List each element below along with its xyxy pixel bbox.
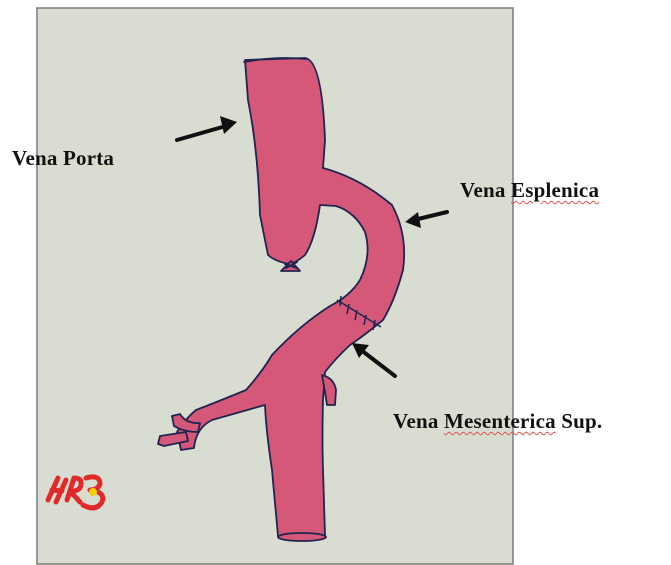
label-word: Sup. <box>556 409 603 433</box>
logo-dot <box>89 488 97 496</box>
suture-stitch <box>340 296 341 306</box>
label-vena-mesenterica: Vena Mesenterica Sup. <box>393 409 602 434</box>
label-word: Vena <box>460 178 511 202</box>
label-word-underlined: Mesenterica <box>444 409 556 433</box>
vein-bottom-opening <box>278 533 326 541</box>
label-word: Vena <box>393 409 444 433</box>
label-word-underlined: Esplenica <box>511 178 599 202</box>
label-vena-porta: Vena Porta <box>12 146 114 171</box>
label-vena-esplenica: Vena Esplenica <box>460 178 599 203</box>
